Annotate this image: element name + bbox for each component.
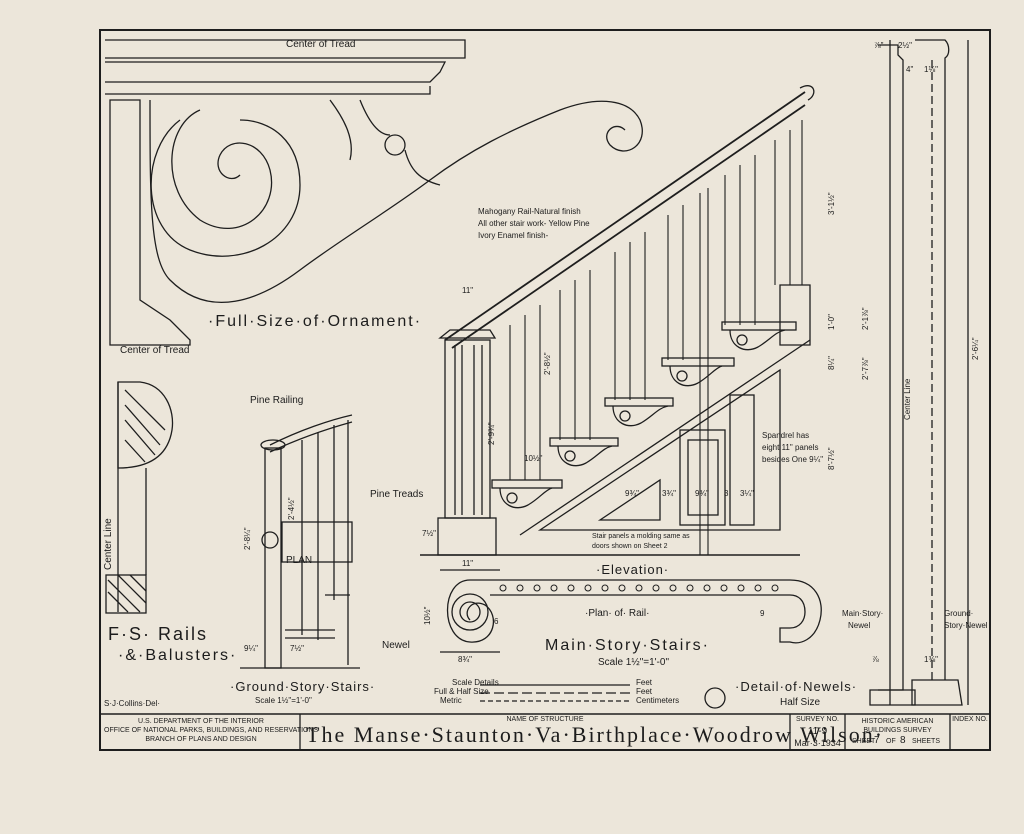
- main-stairs-scale: Scale 1½"=1'-0": [598, 657, 669, 668]
- scale-bars: [480, 684, 726, 709]
- ornament-center-top: Center of Tread: [286, 39, 356, 50]
- scale-row1: Scale Details: [452, 678, 499, 687]
- plan-of-rail-drawing: [440, 569, 822, 653]
- agency-line-1: U.S. DEPARTMENT OF THE INTERIOR: [138, 718, 264, 725]
- elev-dim-2-8: 2'-8½": [543, 352, 552, 375]
- rail-note-1: Mahogany Rail-Natural finish: [478, 207, 581, 216]
- scale-row1-unit: Feet: [636, 678, 653, 687]
- ornament-center-bottom: Center of Tread: [120, 345, 190, 356]
- plan-dim-9: 9: [760, 609, 765, 618]
- rails-center-line: Center Line: [103, 518, 114, 570]
- stair-note-2: doors shown on Sheet 2: [592, 543, 668, 550]
- newel-details-drawing: [869, 39, 969, 706]
- rail-balusters-plan: [499, 584, 779, 592]
- stair-note-1: Stair panels a molding same as: [592, 533, 690, 540]
- rail-profile-drawing: [105, 381, 174, 614]
- of-label: OF: [886, 738, 896, 745]
- sheet-label: SHEET: [852, 738, 876, 745]
- elev-dim-3-1: 3'-1½": [827, 192, 836, 215]
- ground-plan-label: PLAN: [286, 555, 313, 566]
- plan-dim-10: 10½": [423, 606, 432, 625]
- pine-treads-label: Pine Treads: [370, 489, 424, 500]
- elev-dim-2-7: 2'-7⅞": [861, 357, 870, 380]
- elev-dim-11: 11": [462, 286, 474, 295]
- sheet-total: 8: [900, 735, 906, 746]
- sheet-border: [99, 29, 991, 751]
- elev-dim-c: 9¾": [695, 489, 709, 498]
- name-of-structure-label: NAME OF STRUCTURE: [506, 716, 584, 723]
- spandrel-note-2: eight 11" panels: [762, 443, 819, 452]
- main-newel-1: Main·Story·: [842, 609, 884, 618]
- elev-dim-d: 3: [724, 489, 729, 498]
- newel-dim-top2: 1⅛": [924, 65, 938, 74]
- ground-stairs-drawing: [240, 414, 360, 669]
- drafter-credit: S·J·Collins·Del·: [104, 699, 161, 708]
- elev-dim-e: 3¼": [740, 489, 754, 498]
- rail-note-2: All other stair work- Yellow Pine: [478, 219, 590, 228]
- ground-stairs-title: ·Ground·Story·Stairs·: [230, 679, 376, 694]
- elev-dim-a: 9¾": [625, 489, 639, 498]
- elev-dim-1-0: 1'-0": [827, 314, 836, 330]
- elev-dim-8: 8¼": [827, 356, 836, 370]
- agency-line-3: BRANCH OF PLANS AND DESIGN: [145, 736, 257, 743]
- survey-number: 11-9: [807, 726, 828, 737]
- ground-stairs-scale: Scale 1½"=1'-0": [255, 696, 312, 705]
- newel-dim-top1: 2½": [898, 41, 912, 50]
- ornament-title: ·Full·Size·of·Ornament·: [208, 313, 423, 330]
- elev-dim-10: 10½": [524, 454, 543, 463]
- ground-dim-height: 2'-8¼": [243, 527, 252, 550]
- rail-note-3: Ivory Enamel finish-: [478, 231, 549, 240]
- newel-dim-base1: ⅞: [872, 655, 879, 664]
- survey-label: SURVEY NO.: [796, 716, 839, 723]
- plan-dim-6: 6: [494, 617, 499, 626]
- ground-dim-rail: 2'-4½": [287, 497, 296, 520]
- elev-dim-2-9: 2'-9¾": [487, 422, 496, 445]
- elev-dim-7: 7½": [422, 529, 436, 538]
- survey-date: Mar·3·1934: [794, 738, 841, 748]
- habs-line-2: BUILDINGS SURVEY: [863, 727, 932, 734]
- ground-newel-2: Story·Newel: [944, 621, 988, 630]
- ground-dim-bottom2: 7½": [290, 644, 304, 653]
- newel-dim-top3: ⅞": [874, 41, 884, 50]
- newel-dim-left: 2'-1⅞": [861, 307, 870, 330]
- plan-dim-11: 11": [462, 559, 474, 568]
- elev-dim-b: 3¾": [662, 489, 676, 498]
- newel-label: Newel: [382, 640, 410, 651]
- plan-rail-title: ·Plan· of· Rail·: [585, 608, 650, 619]
- ornament-drawing: [105, 39, 643, 346]
- spandrel-note-3: besides One 9¼": [762, 455, 824, 464]
- agency-line-2: OFFICE OF NATIONAL PARKS, BUILDINGS, AND…: [104, 727, 319, 734]
- newel-center-line: Center Line: [903, 378, 912, 420]
- sheet-number: 7: [874, 735, 880, 746]
- scale-row3: Metric: [440, 696, 462, 705]
- rails-title-2: ·&·Balusters·: [118, 647, 238, 664]
- plan-dim-8: 8¾": [458, 655, 472, 664]
- pine-railing-label: Pine Railing: [250, 395, 304, 406]
- index-label: INDEX NO.: [952, 716, 988, 723]
- elev-dim-8-7: 8'-7½": [827, 447, 836, 470]
- newel-dim-right: 2'-6¼": [971, 337, 980, 360]
- spandrel-note-1: Spandrel has: [762, 431, 810, 440]
- scale-row2-unit: Feet: [636, 687, 653, 696]
- main-stairs-title: Main·Story·Stairs·: [545, 637, 710, 654]
- newels-subtitle: Half Size: [780, 697, 821, 708]
- structure-name: The Manse·Staunton·Va·Birthplace·Woodrow…: [306, 722, 885, 747]
- ground-newel-1: Ground·: [944, 609, 974, 618]
- habs-line-1: HISTORIC AMERICAN: [861, 718, 934, 725]
- elevation-title: ·Elevation·: [596, 562, 670, 577]
- ground-dim-bottom: 9¼": [244, 644, 258, 653]
- main-newel-2: Newel: [848, 621, 871, 630]
- newels-title: ·Detail·of·Newels·: [735, 679, 858, 694]
- scale-row2: Full & Half Size: [434, 687, 489, 696]
- sheets-label: SHEETS: [912, 738, 941, 745]
- scale-row3-unit: Centimeters: [636, 696, 680, 705]
- rails-title-1: F·S· Rails: [108, 624, 208, 644]
- newel-dim-top4: 4": [906, 65, 914, 74]
- main-stair-elevation: [420, 85, 815, 556]
- newel-dim-base2: 1⅜": [924, 655, 938, 664]
